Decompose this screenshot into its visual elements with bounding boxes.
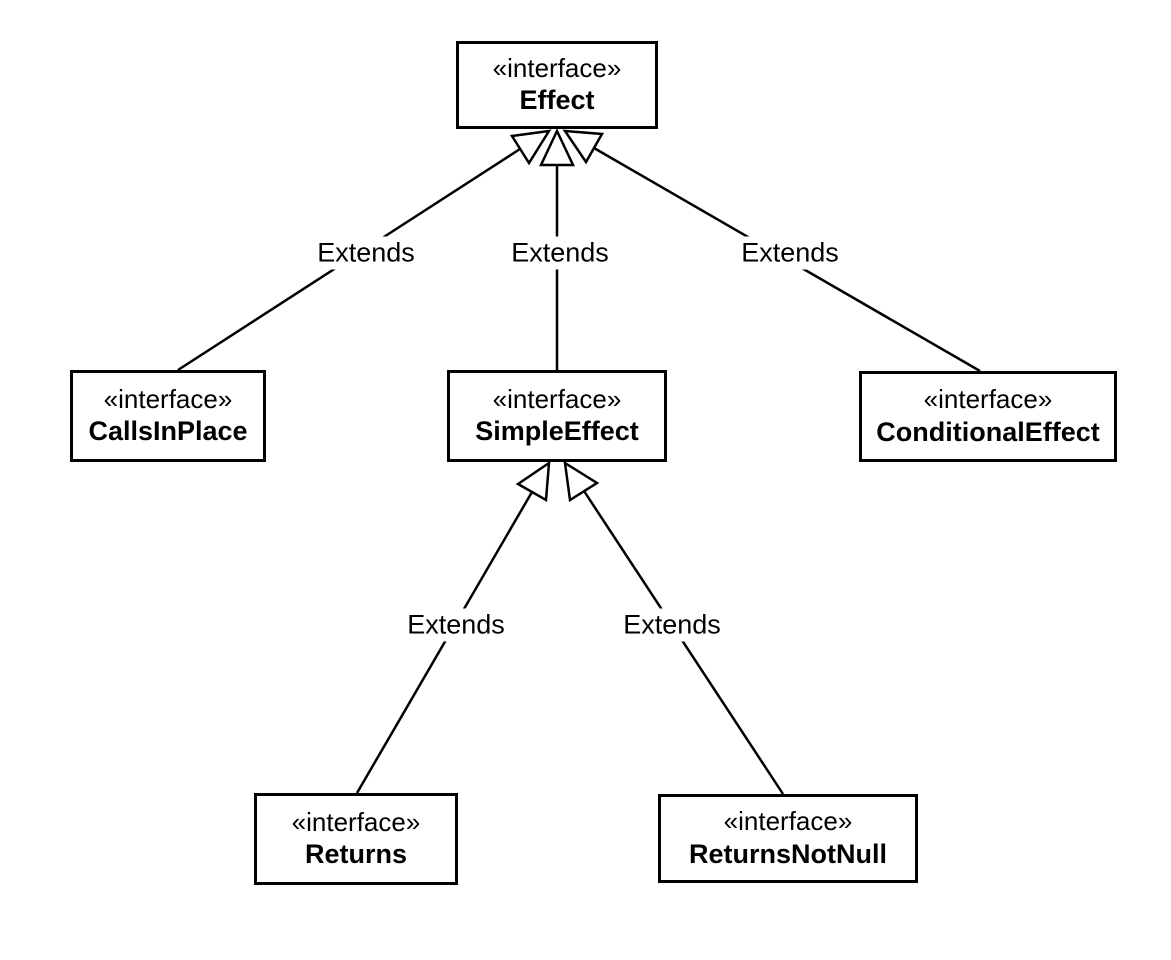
edge-label-extends-simpleeffect: Extends [506, 236, 614, 270]
edge-label-extends-returns: Extends [402, 608, 510, 642]
generalization-arrowhead-callsinplace [509, 129, 552, 166]
generalization-arrowhead-returns [515, 460, 551, 503]
node-conditionaleffect-stereotype: «interface» [923, 384, 1053, 415]
node-callsinplace-stereotype: «interface» [103, 383, 233, 414]
node-returns-stereotype: «interface» [291, 806, 421, 837]
node-effect-name: Effect [519, 85, 595, 116]
node-effect-stereotype: «interface» [492, 52, 622, 83]
node-returnsnotnull: «interface» ReturnsNotNull [658, 794, 918, 883]
node-callsinplace: «interface» CallsInPlace [70, 370, 266, 462]
node-conditionaleffect-name: ConditionalEffect [876, 416, 1100, 447]
node-returnsnotnull-name: ReturnsNotNull [689, 838, 887, 869]
node-effect: «interface» Effect [456, 41, 658, 129]
edge-label-extends-returnsnotnull: Extends [618, 608, 726, 642]
node-returnsnotnull-stereotype: «interface» [723, 806, 853, 837]
edge-label-extends-callsinplace: Extends [312, 236, 420, 270]
edge-returns-simpleeffect-line [355, 491, 534, 794]
node-simpleeffect-stereotype: «interface» [492, 383, 622, 414]
edge-label-extends-conditionaleffect: Extends [736, 236, 844, 270]
node-conditionaleffect: «interface» ConditionalEffect [859, 371, 1117, 462]
node-simpleeffect-name: SimpleEffect [475, 416, 639, 447]
generalization-arrowhead-returnsnotnull [563, 460, 600, 503]
node-callsinplace-name: CallsInPlace [88, 416, 248, 447]
node-simpleeffect: «interface» SimpleEffect [447, 370, 667, 462]
node-returns-name: Returns [304, 839, 407, 870]
generalization-arrowhead-simpleeffect [539, 128, 575, 167]
generalization-arrowhead-conditionaleffect [562, 129, 605, 165]
edge-returnsnotnull-simpleeffect-line [582, 490, 785, 795]
node-returns: «interface» Returns [254, 793, 458, 885]
